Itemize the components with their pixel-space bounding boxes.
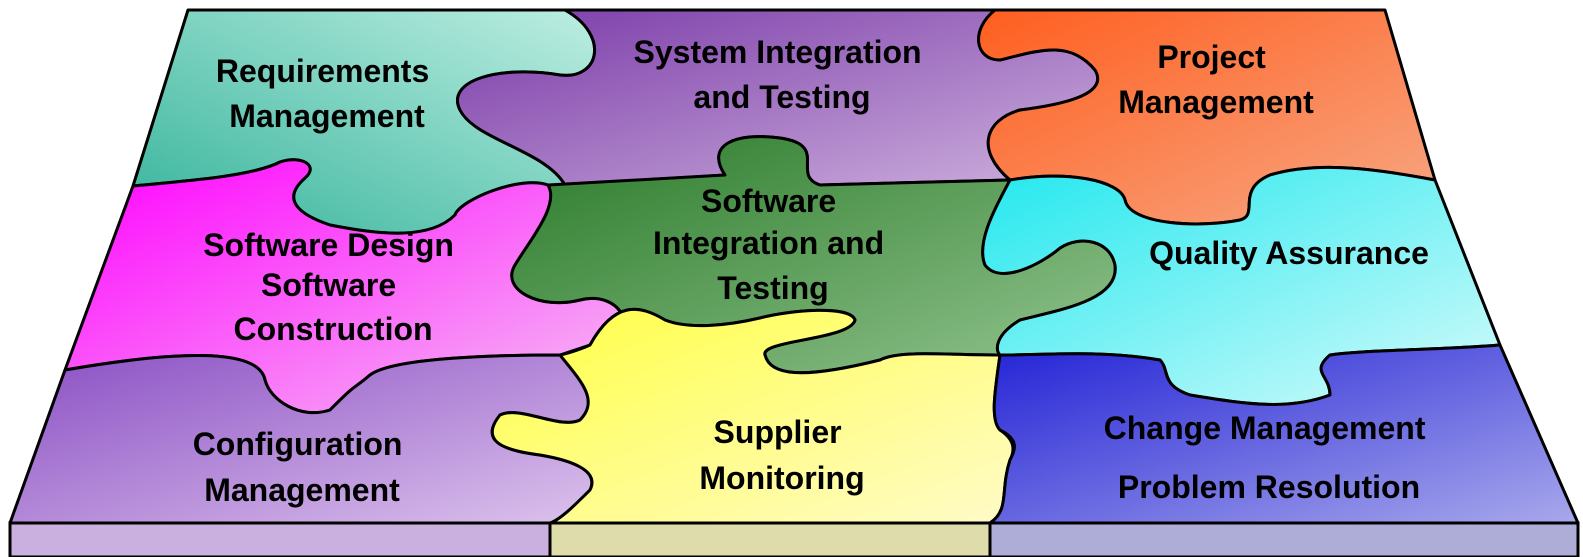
label-line: Integration and: [653, 225, 884, 261]
base-slab: [8, 521, 1580, 557]
label-configuration-management: Configuration Management: [193, 426, 412, 508]
label-line: Project: [1157, 39, 1266, 75]
label-system-integration-testing: System Integration and Testing: [634, 34, 931, 115]
label-line: Supplier: [714, 414, 842, 450]
base-segment-right: [988, 521, 1580, 557]
label-line: Management: [204, 472, 400, 508]
label-line: Testing: [717, 270, 828, 306]
base-segment-left: [8, 521, 552, 557]
label-line: Software Design: [203, 227, 454, 263]
piece-change-management-problem-resolution[interactable]: [988, 343, 1580, 525]
label-line: Management: [1118, 84, 1314, 120]
label-line: Problem Resolution: [1118, 469, 1420, 505]
label-quality-assurance: Quality Assurance: [1149, 235, 1429, 271]
label-line: Management: [229, 98, 425, 134]
label-software-design-construction: Software Design Software Construction: [203, 227, 463, 347]
label-supplier-monitoring: Supplier Monitoring: [699, 414, 864, 496]
base-segment-middle: [548, 521, 992, 557]
label-line: System Integration: [634, 34, 922, 70]
label-line: Configuration: [193, 426, 403, 462]
label-line: Construction: [233, 311, 432, 347]
label-line: Requirements: [216, 53, 429, 89]
label-line: Software: [261, 267, 396, 303]
label-change-management-problem-resolution: Change Management Problem Resolution: [1104, 410, 1435, 505]
label-line: Monitoring: [699, 460, 864, 496]
label-software-integration-testing: Software Integration and Testing: [653, 183, 893, 306]
label-line: and Testing: [693, 79, 870, 115]
label-line: Change Management: [1104, 410, 1426, 446]
label-requirements-management: Requirements Management: [216, 53, 438, 134]
label-project-management: Project Management: [1118, 39, 1314, 120]
label-line: Software: [701, 183, 836, 219]
